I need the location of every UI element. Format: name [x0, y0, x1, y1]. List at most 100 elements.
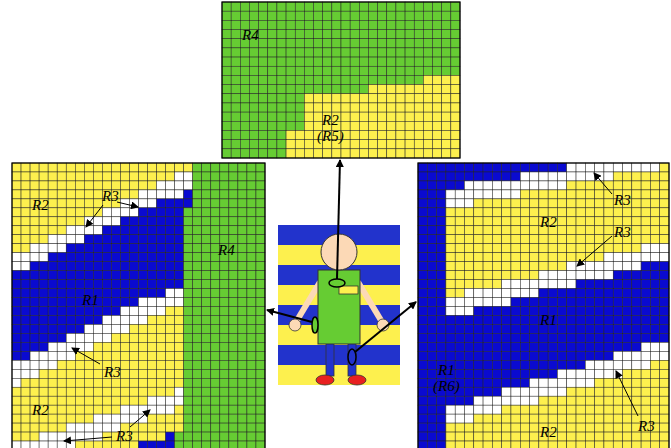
- grid-cell: [641, 342, 650, 351]
- grid-cell: [660, 244, 669, 253]
- grid-cell: [359, 2, 368, 11]
- grid-cell: [502, 324, 511, 333]
- grid-cell: [530, 315, 539, 324]
- grid-cell: [120, 190, 129, 199]
- grid-cell: [57, 253, 66, 262]
- grid-cell: [576, 369, 585, 378]
- grid-cell: [148, 378, 157, 387]
- grid-cell: [650, 244, 659, 253]
- grid-cell: [576, 271, 585, 280]
- grid-cell: [437, 351, 446, 360]
- grid-cell: [641, 298, 650, 307]
- grid-cell: [405, 130, 414, 139]
- grid-cell: [277, 112, 286, 121]
- grid-cell: [332, 75, 341, 84]
- grid-cell: [405, 149, 414, 158]
- grid-cell: [48, 405, 57, 414]
- grid-cell: [21, 217, 30, 226]
- grid-cell: [650, 324, 659, 333]
- grid-cell: [238, 315, 247, 324]
- grid-cell: [418, 324, 427, 333]
- grid-cell: [427, 181, 436, 190]
- grid-cell: [48, 333, 57, 342]
- grid-cell: [259, 121, 268, 130]
- grid-cell: [30, 181, 39, 190]
- grid-cell: [641, 235, 650, 244]
- grid-cell: [350, 66, 359, 75]
- grid-cell: [247, 280, 256, 289]
- grid-cell: [39, 217, 48, 226]
- grid-cell: [93, 396, 102, 405]
- grid-cell: [396, 140, 405, 149]
- grid-cell: [139, 163, 148, 172]
- grid-cell: [433, 57, 442, 66]
- grid-cell: [247, 199, 256, 208]
- grid-cell: [314, 66, 323, 75]
- grid-cell: [492, 315, 501, 324]
- grid-cell: [268, 2, 277, 11]
- grid-cell: [277, 2, 286, 11]
- grid-cell: [184, 253, 193, 262]
- grid-cell: [359, 48, 368, 57]
- grid-cell: [323, 75, 332, 84]
- grid-cell: [84, 262, 93, 271]
- grid-cell: [120, 378, 129, 387]
- grid-cell: [623, 172, 632, 181]
- grid-cell: [102, 163, 111, 172]
- grid-cell: [660, 369, 669, 378]
- grid-cell: [268, 75, 277, 84]
- grid-cell: [193, 405, 202, 414]
- grid-cell: [623, 324, 632, 333]
- grid-cell: [166, 262, 175, 271]
- grid-cell: [474, 378, 483, 387]
- grid-cell: [21, 208, 30, 217]
- grid-cell: [66, 217, 75, 226]
- grid-cell: [427, 253, 436, 262]
- grid-cell: [202, 226, 211, 235]
- grid-cell: [623, 333, 632, 342]
- grid-cell: [650, 289, 659, 298]
- grid-cell: [256, 262, 265, 271]
- grid-cell: [247, 351, 256, 360]
- grid-cell: [567, 298, 576, 307]
- grid-cell: [576, 307, 585, 316]
- grid-cell: [240, 66, 249, 75]
- grid-cell: [660, 360, 669, 369]
- grid-cell: [157, 172, 166, 181]
- grid-cell: [502, 271, 511, 280]
- grid-cell: [111, 324, 120, 333]
- grid-cell: [111, 387, 120, 396]
- grid-cell: [193, 163, 202, 172]
- grid-cell: [259, 103, 268, 112]
- grid-cell: [247, 396, 256, 405]
- grid-cell: [511, 199, 520, 208]
- grid-cell: [102, 324, 111, 333]
- grid-cell: [442, 66, 451, 75]
- grid-cell: [576, 351, 585, 360]
- grid-cell: [184, 423, 193, 432]
- grid-cell: [220, 360, 229, 369]
- grid-cell: [220, 280, 229, 289]
- grid-cell: [332, 20, 341, 29]
- grid-cell: [414, 112, 423, 121]
- grid-cell: [502, 369, 511, 378]
- grid-cell: [259, 30, 268, 39]
- grid-cell: [474, 280, 483, 289]
- grid-cell: [202, 378, 211, 387]
- grid-cell: [492, 369, 501, 378]
- grid-cell: [314, 57, 323, 66]
- grid-cell: [613, 307, 622, 316]
- grid-cell: [650, 208, 659, 217]
- grid-cell: [557, 208, 566, 217]
- grid-cell: [520, 208, 529, 217]
- grid-cell: [193, 181, 202, 190]
- grid-cell: [396, 48, 405, 57]
- grid-cell: [641, 262, 650, 271]
- grid-cell: [539, 298, 548, 307]
- grid-cell: [378, 2, 387, 11]
- grid-cell: [48, 441, 57, 448]
- grid-cell: [129, 163, 138, 172]
- grid-cell: [48, 244, 57, 253]
- grid-cell: [229, 441, 238, 448]
- grid-cell: [259, 85, 268, 94]
